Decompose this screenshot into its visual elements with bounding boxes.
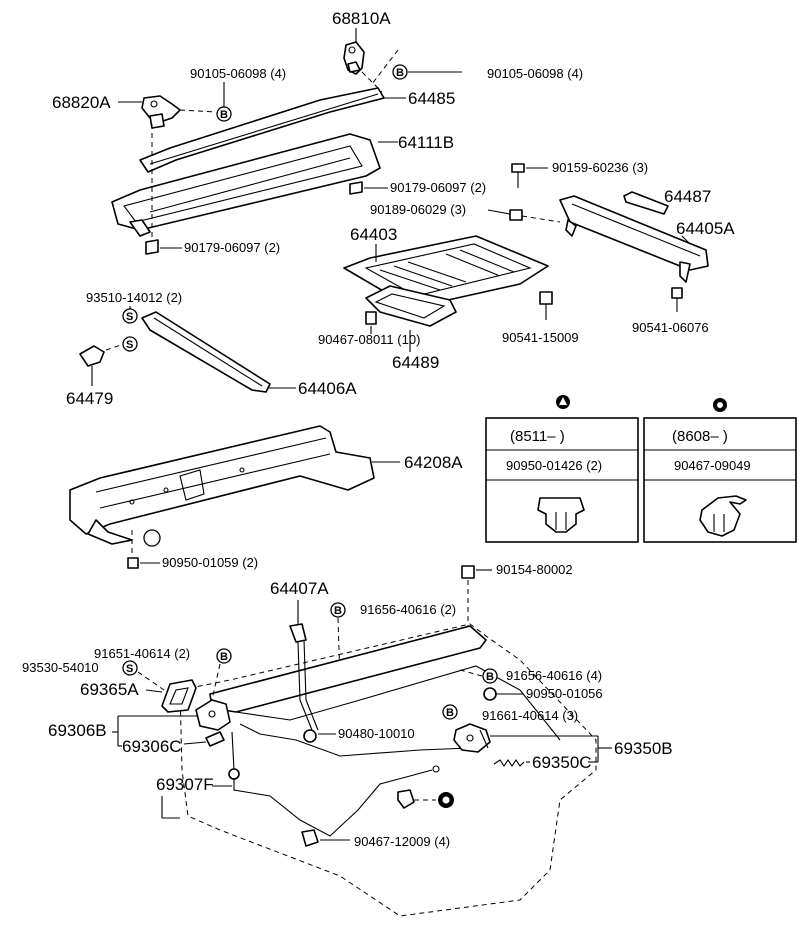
nut-90179-a — [349, 181, 363, 195]
label-64485: 64485 — [408, 89, 455, 108]
bolt-icon — [397, 789, 415, 809]
cable-69307F — [228, 731, 440, 837]
legend-box-triangle: (8511– ) 90950-01426 (2) — [485, 395, 639, 543]
legend-part-2: 90467-09049 — [674, 458, 751, 473]
nut-90179-b — [145, 239, 159, 255]
grommet-90480 — [303, 729, 317, 743]
stopper-90541-06076 — [671, 287, 683, 312]
badge-s-icon — [122, 660, 138, 676]
label-93530: 93530-54010 — [22, 660, 99, 675]
legend-range-1: (8511– ) — [510, 428, 565, 445]
label-91656-2: 91656-40616 (2) — [360, 602, 456, 617]
pad-64487 — [623, 191, 669, 215]
label-90154: 90154-80002 — [496, 562, 573, 577]
latch-69350 — [453, 723, 491, 753]
label-69306C: 69306C — [122, 737, 182, 756]
label-90105-left: 90105-06098 (4) — [190, 66, 286, 81]
label-91651: 91651-40614 (2) — [94, 646, 190, 661]
label-64407A: 64407A — [270, 579, 329, 598]
lock-69306 — [195, 699, 231, 747]
label-90467-12009: 90467-12009 (4) — [354, 834, 450, 849]
label-93510: 93510-14012 (2) — [86, 290, 182, 305]
legend-range-2: (8608– ) — [672, 428, 728, 445]
svg-text:B: B — [334, 605, 342, 617]
label-64208A: 64208A — [404, 453, 463, 472]
legend-box-circle: (8608– ) 90467-09049 — [643, 398, 797, 543]
screw-90159 — [511, 163, 525, 188]
label-64403: 64403 — [350, 225, 397, 244]
badge-b-icon — [216, 648, 232, 664]
label-90179-a: 90179-06097 (2) — [390, 180, 486, 195]
svg-text:B: B — [220, 651, 228, 663]
label-90159: 90159-60236 (3) — [552, 160, 648, 175]
label-64489: 64489 — [392, 353, 439, 372]
nut-90950-01059 — [127, 557, 139, 569]
nut-90154 — [461, 565, 475, 579]
badge-s-icon — [122, 336, 138, 352]
label-90179-b: 90179-06097 (2) — [184, 240, 280, 255]
cover-69365A — [161, 679, 197, 713]
legend-part-1: 90950-01426 (2) — [506, 458, 602, 473]
label-68810A: 68810A — [332, 9, 391, 28]
svg-text:B: B — [446, 707, 454, 719]
label-64487: 64487 — [664, 187, 711, 206]
clip-icon — [537, 497, 585, 533]
label-90541-06076: 90541-06076 — [632, 320, 709, 335]
spring-icon — [493, 759, 525, 767]
label-64406A: 64406A — [298, 379, 357, 398]
bracket-68810A — [343, 41, 365, 75]
label-90480: 90480-10010 — [338, 726, 415, 741]
svg-text:B: B — [396, 67, 404, 79]
svg-text:S: S — [126, 311, 133, 323]
svg-text:B: B — [486, 671, 494, 683]
svg-text:S: S — [126, 663, 133, 675]
label-91661: 91661-40614 (3) — [482, 708, 578, 723]
label-91656-4: 91656-40616 (4) — [506, 668, 602, 683]
label-64405A: 64405A — [676, 219, 735, 238]
stopper-90541-15009 — [539, 291, 553, 320]
panel-64405A — [559, 195, 709, 283]
badge-b-icon — [330, 602, 346, 618]
badge-b-icon — [482, 668, 498, 684]
clip-90467-08011 — [365, 311, 377, 325]
clip-90189 — [509, 209, 523, 221]
clip-64479 — [79, 345, 105, 367]
badge-triangle-icon — [143, 529, 161, 547]
crossmember-64208A — [69, 425, 375, 545]
badge-b-icon — [442, 704, 458, 720]
label-64479: 64479 — [66, 389, 113, 408]
label-69307F: 69307F — [156, 775, 214, 794]
label-64111B: 64111B — [398, 133, 454, 152]
rod-64407A — [289, 623, 319, 731]
frame-64489 — [365, 285, 457, 327]
label-68820A: 68820A — [52, 93, 111, 112]
label-69365A: 69365A — [80, 680, 139, 699]
clip-90467-12009 — [301, 829, 319, 847]
label-90467-08011: 90467-08011 (10) — [318, 332, 420, 347]
label-69306B: 69306B — [48, 721, 107, 740]
label-69350C: 69350C — [532, 753, 592, 772]
panel-64111B — [111, 133, 381, 237]
clip-icon — [699, 495, 747, 537]
label-90541-15009: 90541-15009 — [502, 330, 579, 345]
svg-text:S: S — [126, 339, 133, 351]
bracket-68820A — [141, 95, 181, 129]
label-90105-right: 90105-06098 (4) — [487, 66, 583, 81]
nut-90950-01056 — [483, 687, 497, 701]
label-90189: 90189-06029 (3) — [370, 202, 466, 217]
label-90950-01059: 90950-01059 (2) — [162, 555, 258, 570]
svg-text:B: B — [220, 109, 228, 121]
panel-64406A — [141, 311, 271, 393]
label-69350B: 69350B — [614, 739, 673, 758]
badge-b-icon — [392, 64, 408, 80]
label-90950-01056: 90950-01056 — [526, 686, 603, 701]
